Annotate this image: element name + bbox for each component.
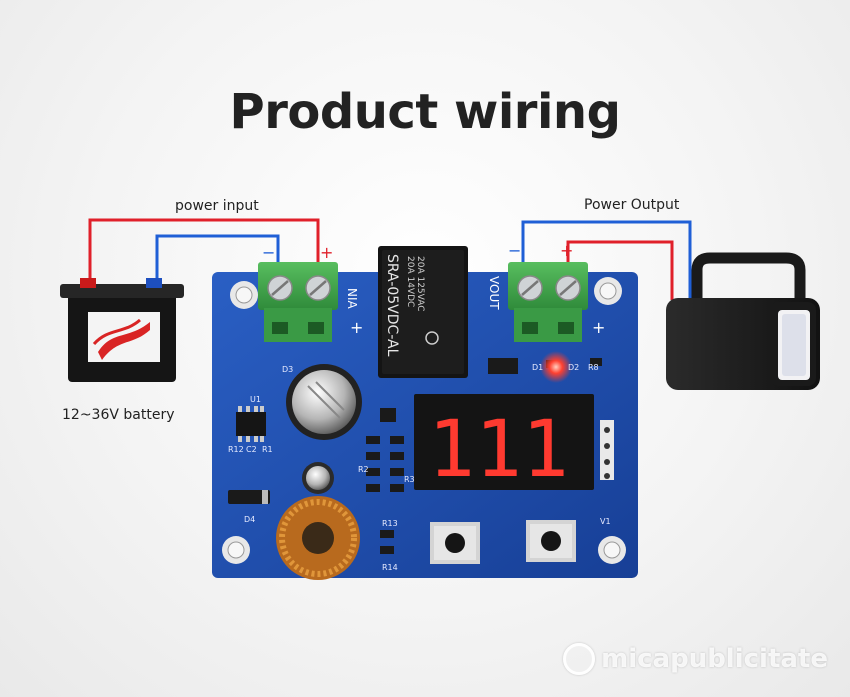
display-digits: 111 [428, 405, 569, 495]
capacitor [286, 364, 362, 440]
output-minus-mark: − [508, 241, 521, 260]
input-terminal-block [258, 262, 338, 342]
svg-text:D1: D1 [532, 363, 543, 372]
svg-text:R14: R14 [382, 563, 398, 572]
output-terminal-block [508, 262, 588, 342]
page-title: Product wiring [229, 84, 621, 140]
seven-segment-display: 111 [414, 394, 614, 495]
relay: 20A 14VDC 20A 125VAC SRA-05VDC-AL [378, 246, 468, 378]
svg-text:V1: V1 [600, 517, 611, 526]
inductor-coil [276, 496, 360, 580]
svg-text:20A 125VAC: 20A 125VAC [415, 256, 425, 312]
watermark-logo-icon [563, 643, 596, 675]
watermark-text: micapublicitate [601, 644, 828, 674]
mounting-holes [222, 277, 626, 564]
input-minus-mark: − [262, 243, 275, 262]
svg-text:D2: D2 [568, 363, 579, 372]
svg-text:R8: R8 [588, 363, 599, 372]
ic-u1 [236, 406, 266, 442]
lamp-device-icon [666, 252, 820, 390]
push-button-right [526, 520, 576, 562]
svg-text:+: + [592, 318, 605, 337]
battery-label: 12~36V battery [62, 407, 175, 423]
status-led [540, 351, 572, 383]
component-labels: U1 R12 C2 R1 D3 D4 R2 R3 R13 R14 D1 D2 R… [228, 363, 611, 572]
svg-text:20A 14VDC: 20A 14VDC [405, 256, 415, 307]
svg-text:+: + [350, 318, 363, 337]
watermark: micapublicitate [563, 643, 828, 675]
input-positive-wire [88, 218, 320, 290]
svg-text:D3: D3 [282, 365, 293, 374]
battery-icon [60, 278, 184, 382]
output-wires [521, 220, 692, 300]
output-plus-mark: + [560, 241, 573, 260]
svg-text:R13: R13 [382, 519, 398, 528]
input-silkscreen: NIA [345, 288, 359, 310]
input-wires [88, 218, 320, 290]
output-silkscreen: VOUT [487, 276, 501, 310]
svg-text:R12: R12 [228, 445, 244, 454]
svg-text:D4: D4 [244, 515, 255, 524]
smd-parts [366, 358, 602, 554]
svg-text:R1: R1 [262, 445, 273, 454]
svg-text:C2: C2 [246, 445, 257, 454]
svg-text:R3: R3 [404, 475, 415, 484]
pcb-board: NIA + VOUT + 20A 14VDC 20A 125VAC SRA-05… [212, 246, 638, 580]
output-positive-wire [566, 240, 674, 300]
svg-text:U1: U1 [250, 395, 261, 404]
small-capacitor [302, 462, 334, 494]
svg-text:R2: R2 [358, 465, 369, 474]
power-output-label: Power Output [584, 197, 680, 213]
power-input-label: power input [175, 198, 259, 214]
input-plus-mark: + [320, 243, 333, 262]
diode-d4 [228, 490, 270, 504]
output-negative-wire [521, 220, 692, 300]
push-button-left [430, 522, 480, 564]
relay-model: SRA-05VDC-AL [384, 254, 400, 357]
input-negative-wire [155, 234, 280, 290]
